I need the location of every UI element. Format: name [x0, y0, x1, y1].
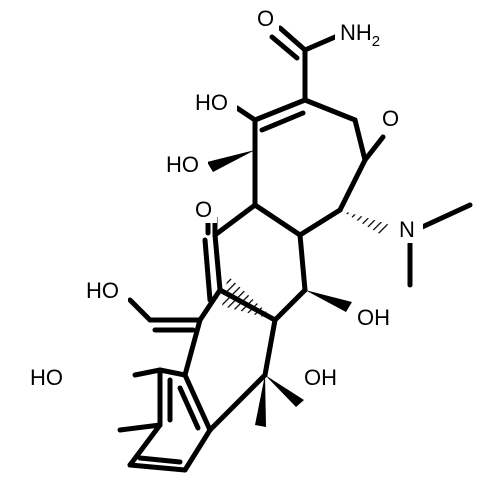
- ketone-o-middle-label: O: [195, 197, 212, 222]
- label-bg: [164, 150, 208, 178]
- bond: [262, 317, 278, 378]
- bond: [127, 297, 153, 323]
- wedge-bond: [255, 375, 266, 427]
- bond: [197, 287, 223, 323]
- label-bg: [193, 195, 217, 223]
- bond: [202, 237, 213, 303]
- bond: [182, 317, 203, 378]
- bond: [272, 287, 308, 323]
- bond: [259, 110, 306, 133]
- hashed-wedge-bond: [222, 276, 275, 320]
- bond: [182, 372, 213, 433]
- ketone-o-top-label: O: [382, 106, 399, 131]
- label-bg: [28, 363, 72, 391]
- bond: [137, 455, 183, 465]
- label-bg: [335, 18, 391, 48]
- amide-nh2-label: NH2: [340, 20, 380, 50]
- label-bg: [255, 4, 279, 32]
- bond: [417, 202, 473, 231]
- oh-ring-junction-label: HO: [166, 152, 199, 177]
- wedge-bond: [207, 150, 255, 172]
- bond: [177, 385, 201, 431]
- enol-oh-top-label: HO: [195, 90, 228, 115]
- label-bg: [302, 363, 346, 391]
- label-bg: [84, 276, 128, 304]
- dimethylamino-n-label: N: [399, 217, 415, 242]
- bond: [337, 157, 368, 213]
- bond: [297, 232, 308, 293]
- bond: [252, 202, 303, 238]
- bond: [212, 232, 223, 293]
- bond: [362, 134, 386, 163]
- label-bg: [397, 215, 423, 243]
- bond: [182, 427, 213, 473]
- amide-carbonyl-o-label: O: [257, 6, 274, 31]
- oh-phenol-label: HO: [30, 365, 63, 390]
- bond: [157, 367, 188, 378]
- oh-c6-label: OH: [304, 365, 337, 390]
- bond: [132, 367, 163, 378]
- hashed-wedge-bond: [340, 210, 388, 236]
- bond: [277, 25, 308, 53]
- oh-middle-right-label: OH: [357, 305, 390, 330]
- label-bg: [355, 303, 399, 331]
- bond: [252, 97, 308, 123]
- bond: [302, 97, 358, 123]
- ring-d-aromatic: [127, 367, 213, 473]
- wedge-bond: [265, 375, 304, 407]
- atom-labels: NH2 O O HO HO O N HO OH OH HO: [28, 4, 423, 391]
- bond: [297, 207, 343, 238]
- bond: [127, 462, 188, 473]
- bond: [127, 422, 163, 468]
- bond: [352, 117, 368, 163]
- oh-left-enol-label: HO: [86, 278, 119, 303]
- ring-b: [212, 147, 343, 238]
- label-bg: [380, 104, 404, 132]
- bond: [117, 422, 163, 433]
- bond: [269, 34, 300, 61]
- bond: [207, 372, 268, 433]
- stereo-wedges: [207, 150, 388, 427]
- wedge-bond: [305, 290, 352, 312]
- label-bg: [193, 88, 237, 116]
- bond: [212, 202, 258, 238]
- ring-c: [147, 232, 308, 433]
- ring-a: [252, 97, 386, 213]
- bond: [234, 105, 258, 123]
